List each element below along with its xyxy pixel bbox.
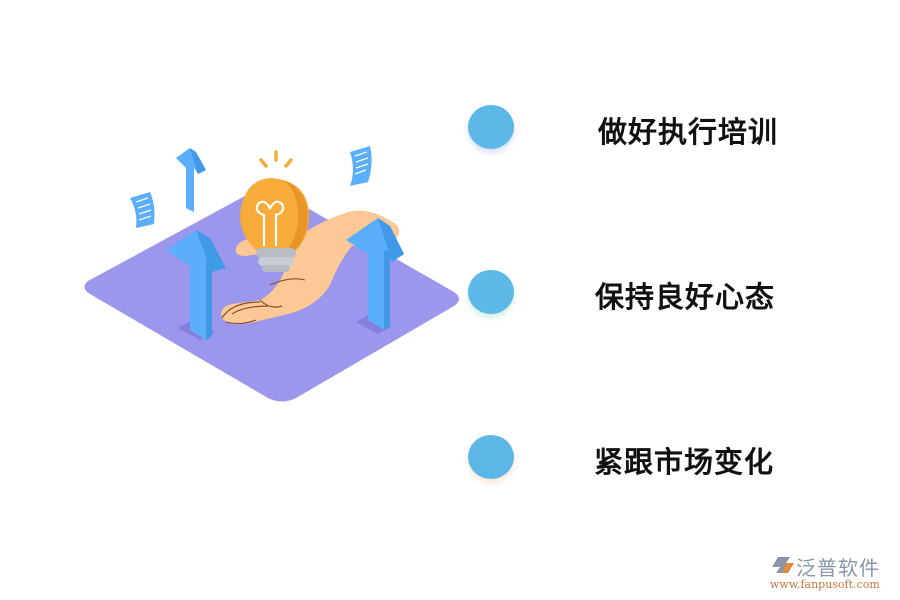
arrow-up-left-icon [166, 230, 226, 340]
bullet-dot-icon [468, 105, 514, 149]
brand-name: 泛普软件 [796, 556, 880, 580]
brand-url: www.fanpusoft.com [770, 578, 880, 591]
bullet-dot-icon [468, 270, 514, 314]
item-label: 紧跟市场变化 [594, 445, 775, 479]
document-left-icon [130, 192, 155, 228]
item-label: 保持良好心态 [595, 280, 776, 314]
lightbulb-icon [240, 150, 310, 272]
list-item-market: 紧跟市场变化 [468, 435, 808, 483]
item-label: 做好执行培训 [598, 115, 779, 149]
arrow-up-right-icon [346, 218, 404, 330]
arrow-up-small-icon [176, 148, 206, 212]
list-item-training: 做好执行培训 [468, 105, 808, 153]
bullet-dot-icon [468, 435, 514, 479]
list-item-mindset: 保持良好心态 [468, 270, 808, 318]
document-right-icon [350, 146, 372, 186]
brand-watermark: 泛普软件 www.fanpusoft.com [770, 552, 895, 594]
fanpu-logo-icon [772, 557, 794, 573]
